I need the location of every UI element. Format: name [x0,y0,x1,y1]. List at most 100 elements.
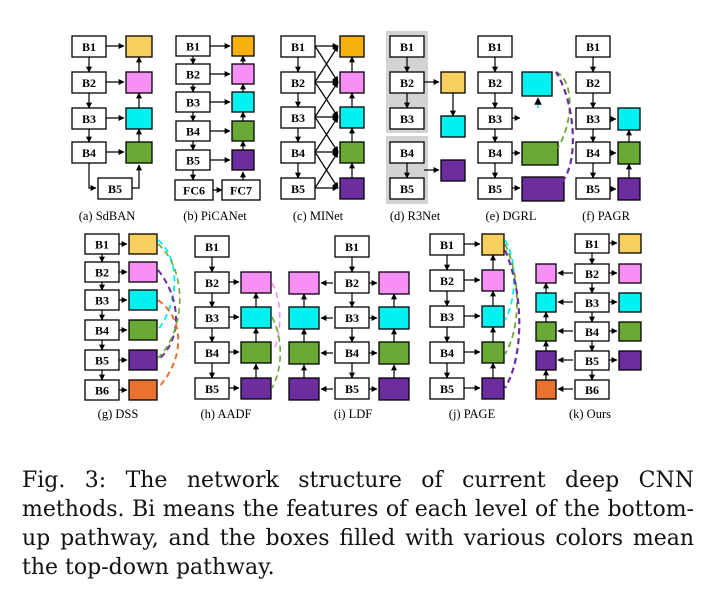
green-dashed-connection [555,71,571,149]
block-label-b2: B2 [186,68,200,82]
arrow [314,45,339,83]
block-label-b6: B6 [585,383,599,397]
green-box [288,341,320,365]
pink-box [125,71,153,94]
panel-label-a: (a) SdBAN [79,209,136,223]
block-label-b5: B5 [95,354,109,368]
pink-dashed-connection [271,282,281,351]
green-box [378,341,410,365]
block-label-b4: B4 [95,324,109,338]
purple-box [231,149,255,171]
cyan-box [535,292,557,313]
block-label-b2: B2 [95,266,109,280]
pink-box [535,263,557,284]
block-label-b4: B4 [440,346,454,360]
block-label-fc7: FC7 [230,184,252,198]
green-dashed-connection [157,243,181,359]
block-label-b4: B4 [400,146,414,160]
purple-box [440,159,466,182]
block-label-b6: B6 [95,384,109,398]
green-box [481,341,505,364]
pink-box [378,271,410,295]
panel-label-h: (h) AADF [200,407,251,421]
block-label-b1: B1 [95,238,109,252]
arrow [314,151,339,189]
block-label-b1: B1 [400,40,414,54]
block-label-b2: B2 [345,276,359,290]
cyan-box [128,289,158,311]
block-label-b1: B1 [82,40,96,54]
cyan-box [339,106,365,129]
block-label-b5: B5 [345,382,359,396]
block-label-b4: B4 [585,325,599,339]
block-label-b4: B4 [345,346,359,360]
orange-box [339,35,365,58]
block-label-b2: B2 [585,267,599,281]
block-label-b2: B2 [488,76,502,90]
block-label-b5: B5 [108,182,122,196]
block-label-b1: B1 [586,40,600,54]
yellow-box [481,233,505,256]
figure-caption: Fig. 3: The network structure of current… [22,468,694,580]
yellow-box [128,233,158,255]
block-label-b4: B4 [291,146,305,160]
cyan-box [231,91,255,113]
green-box [535,321,557,342]
block-label-b4: B4 [205,346,219,360]
pink-box [240,271,272,294]
cyan-box [481,305,505,328]
pink-box [339,71,365,94]
block-label-b2: B2 [82,76,96,90]
panel-label-e: (e) DGRL [485,209,536,223]
purple-box [535,350,557,371]
block-label-b3: B3 [440,310,454,324]
block-label-b3: B3 [400,112,414,126]
cyan-box [521,71,553,97]
green-box [231,120,255,142]
deep_orange-dashed-connection [157,299,180,389]
panel-label-f: (f) PAGR [582,209,630,223]
block-label-b1: B1 [186,40,200,54]
purple-box [521,176,565,202]
pink-box [288,271,320,295]
block-label-fc6: FC6 [183,184,205,198]
block-label-b1: B1 [345,240,359,254]
block-b5 [389,177,425,200]
panel-label-i: (i) LDF [334,407,373,421]
green-box [617,141,641,165]
block-label-b3: B3 [488,112,502,126]
cyan-box [378,306,410,330]
block-label-b5: B5 [291,182,305,196]
block-label-b3: B3 [205,311,219,325]
green-box [240,341,272,364]
connector [88,163,97,191]
arrow [314,81,339,118]
block-label-b2: B2 [586,76,600,90]
purple-box [617,177,641,201]
pink-box [231,63,255,85]
pink-box [481,269,505,292]
block-label-b3: B3 [95,294,109,308]
purple-box [618,350,642,371]
block-label-b3: B3 [585,296,599,310]
purple-box [378,377,410,401]
deep_orange-box [535,379,557,400]
cyan-dashed-connection [157,239,176,331]
arrow [314,116,339,153]
panel-label-k: (k) Ours [569,407,611,421]
block-label-b5: B5 [205,382,219,396]
purple-box [128,349,158,371]
purple-box [481,377,505,400]
block-label-b5: B5 [585,354,599,368]
green-box [521,141,559,166]
green-box [128,319,158,341]
cyan-box [288,306,320,330]
block-label-b2: B2 [291,76,305,90]
purple-dashed-connection [157,269,177,361]
block-label-b5: B5 [400,182,414,196]
cyan-box [618,292,642,313]
purple-box [240,377,272,400]
block-b3 [389,107,425,130]
connector [132,164,142,189]
